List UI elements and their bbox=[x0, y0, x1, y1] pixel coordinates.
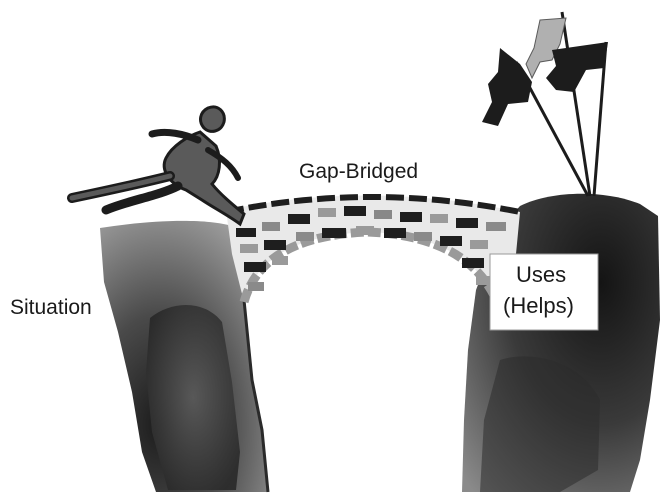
helps-label: (Helps) bbox=[503, 293, 574, 319]
brick-bridge bbox=[226, 195, 520, 304]
uses-label: Uses bbox=[516, 262, 566, 288]
goal-flags-icon bbox=[482, 12, 608, 196]
running-person-icon bbox=[72, 107, 244, 224]
gap-bridged-label: Gap-Bridged bbox=[299, 160, 418, 184]
situation-label: Situation bbox=[10, 296, 92, 320]
